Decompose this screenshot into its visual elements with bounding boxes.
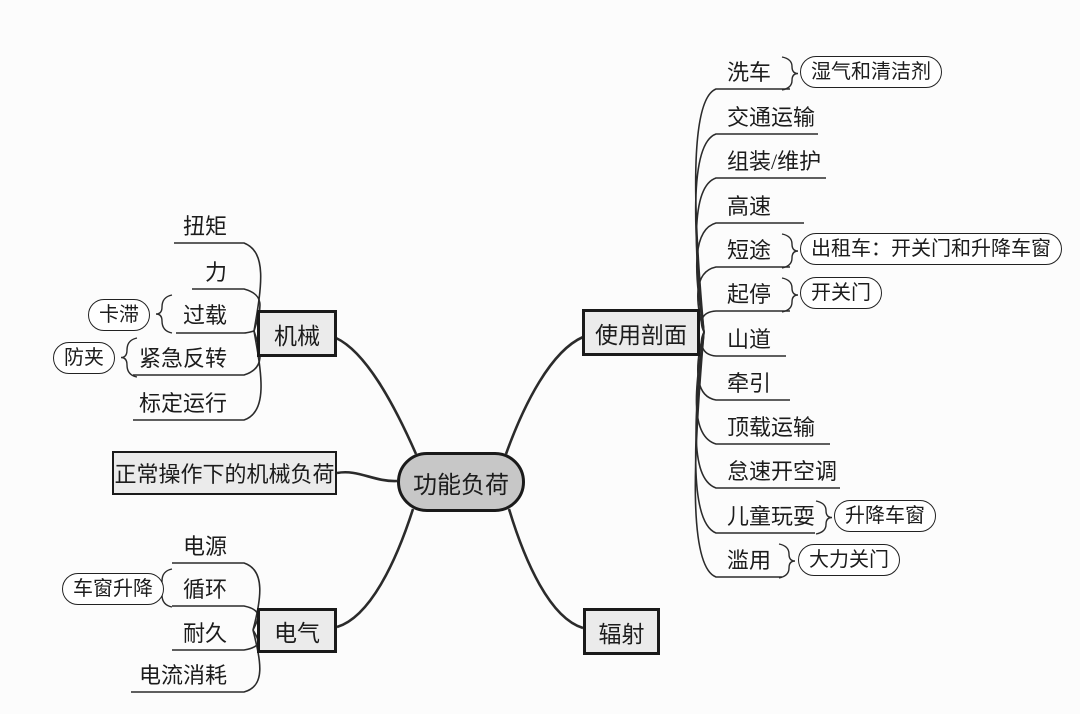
- brace-anti-pinch: [120, 337, 138, 378]
- item-car-wash: 洗车: [727, 60, 772, 85]
- item-children-playing: 儿童玩耍: [727, 504, 816, 529]
- branch-line-start-stop: [700, 310, 790, 333]
- item-high-speed: 高速: [727, 194, 772, 219]
- item-mountain-road: 山道: [727, 327, 772, 352]
- item-current-consumption: 电流消耗: [139, 663, 228, 688]
- brace-short-trip: [781, 233, 799, 269]
- brace-car-wash: [781, 56, 799, 91]
- item-towing: 牵引: [727, 371, 772, 396]
- branch-line-overload: [176, 330, 255, 334]
- item-start-stop: 起停: [727, 282, 772, 307]
- branch-line-torque: [174, 242, 262, 332]
- item-cycling: 循环: [183, 577, 228, 602]
- connector-center-radiation: [507, 508, 584, 630]
- branch-line-calibration-run: [133, 330, 262, 421]
- item-emergency-reversal: 紧急反转: [139, 346, 228, 371]
- connector-center-usage-profile: [504, 335, 584, 455]
- item-power-supply: 电源: [183, 534, 228, 559]
- item-abuse: 滥用: [727, 548, 772, 573]
- box-usage-profile: 使用剖面: [582, 309, 700, 356]
- branch-line-high-speed: [695, 222, 804, 333]
- box-mechanical: 机械: [257, 310, 337, 357]
- item-short-trip: 短途: [727, 238, 772, 263]
- item-endurance: 耐久: [183, 621, 228, 646]
- annotation-window-lift: 车窗升降: [62, 573, 164, 605]
- branch-line-power-supply: [172, 562, 261, 631]
- box-normal-operation-load: 正常操作下的机械负荷: [112, 451, 337, 495]
- branch-line-abuse: [694, 331, 782, 578]
- item-transport: 交通运输: [727, 105, 816, 130]
- branch-line-force: [192, 288, 261, 332]
- connector-center-mechanical: [335, 336, 418, 455]
- annotation-door-open-close: 开关门: [800, 277, 882, 309]
- annotation-moisture-cleaning-agent: 湿气和清洁剂: [800, 56, 942, 88]
- brace-abuse: [778, 543, 796, 579]
- brace-children-playing: [815, 500, 833, 535]
- item-calibration-run: 标定运行: [139, 391, 228, 416]
- annotation-taxi-doors-windows: 出租车：开关门和升降车窗: [800, 233, 1062, 265]
- brace-start-stop: [781, 277, 799, 313]
- annotation-hard-door-slam: 大力关门: [798, 544, 900, 576]
- connector-center-normal-operation: [336, 470, 398, 483]
- annotation-anti-pinch: 防夹: [53, 342, 115, 374]
- annotation-window-up-down: 升降车窗: [834, 500, 936, 532]
- item-torque: 扭矩: [183, 214, 228, 239]
- item-idle-with-ac: 怠速开空调: [727, 459, 838, 484]
- center-node-functional-load: 功能负荷: [397, 452, 525, 512]
- connector-center-electrical: [336, 508, 415, 629]
- annotation-jamming: 卡滞: [88, 299, 150, 331]
- branch-line-assembly-maintenance: [695, 177, 826, 333]
- box-electrical: 电气: [257, 608, 337, 653]
- item-force: 力: [205, 260, 228, 285]
- item-assembly-maintenance: 组装/维护: [727, 149, 822, 174]
- branch-line-current-consumption: [131, 629, 261, 693]
- item-roof-load-transport: 顶载运输: [727, 415, 816, 440]
- item-overload: 过载: [183, 303, 228, 328]
- brace-jamming: [155, 294, 173, 334]
- box-radiation: 辐射: [583, 608, 660, 655]
